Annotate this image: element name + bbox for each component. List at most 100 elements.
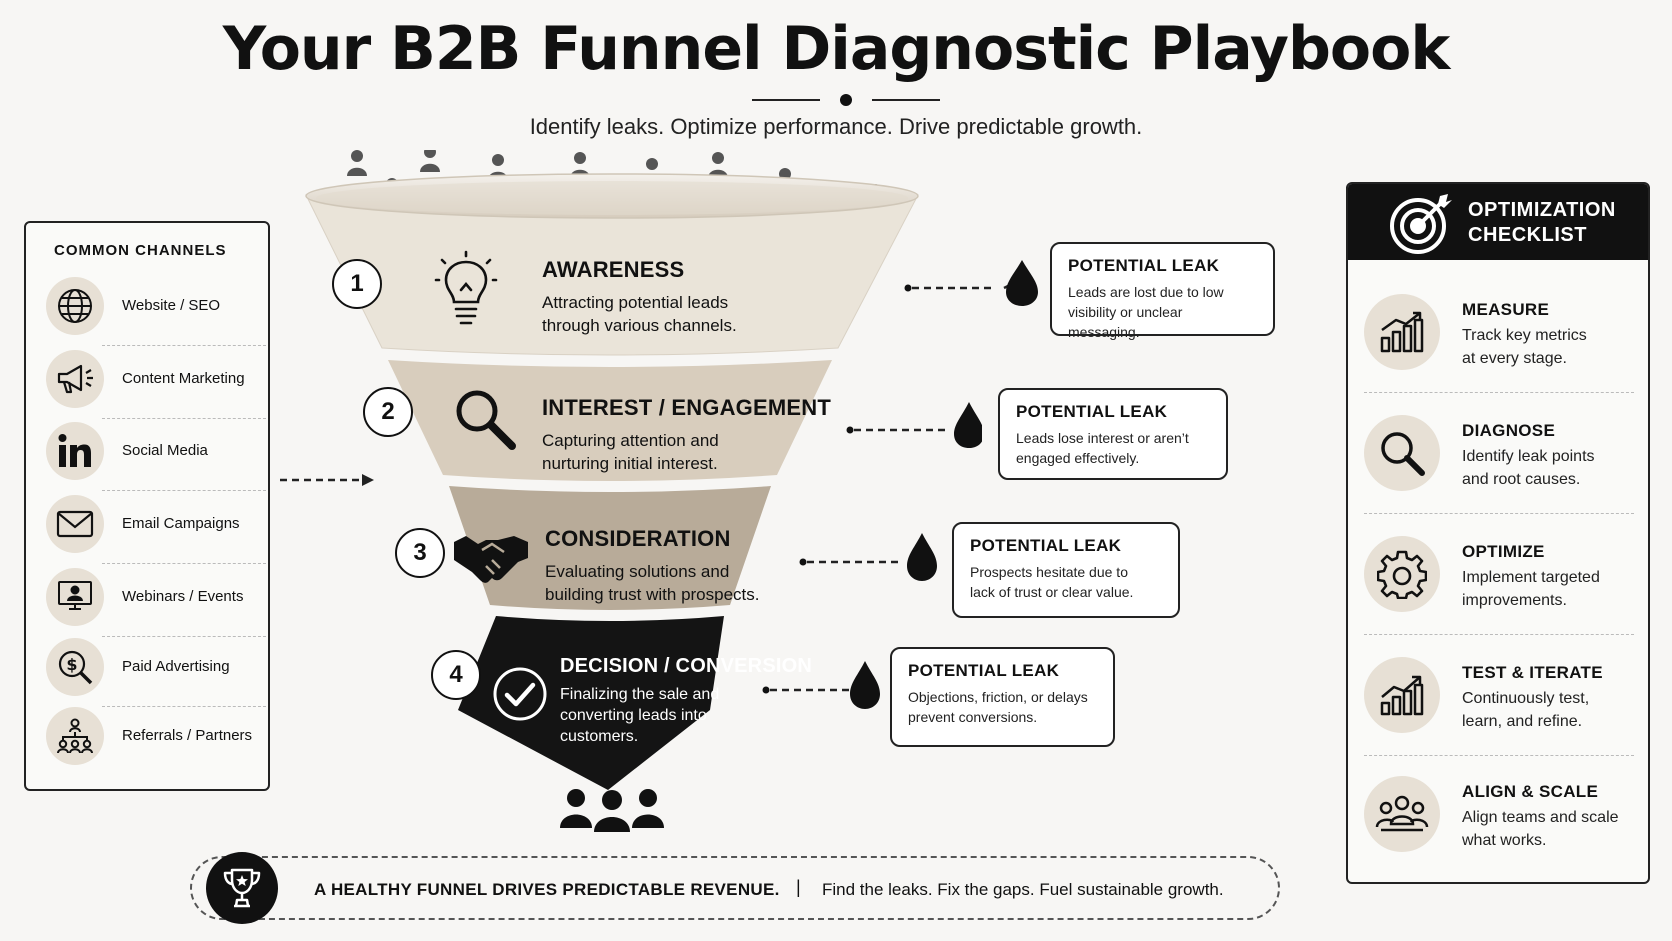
leak-title: POTENTIAL LEAK	[1068, 256, 1220, 275]
gear-icon	[1364, 536, 1440, 612]
channels-panel: COMMON CHANNELS Website / SEO Content Ma…	[24, 221, 270, 791]
footer-banner: A HEALTHY FUNNEL DRIVES PREDICTABLE REVE…	[190, 852, 1280, 924]
stage-consideration: CONSIDERATION Evaluating solutions and b…	[545, 526, 760, 606]
check-circle-icon	[493, 667, 547, 721]
bar-chart-icon	[1364, 294, 1440, 370]
checklist-item-desc: Continuously test, learn, and refine.	[1462, 687, 1642, 733]
footer-tagline: Find the leaks. Fix the gaps. Fuel susta…	[822, 880, 1224, 899]
presentation-icon	[46, 568, 104, 626]
stage-number-4: 4	[431, 650, 481, 700]
checklist-item-title: ALIGN & SCALE	[1462, 782, 1599, 801]
channel-divider	[102, 563, 266, 564]
channel-label: Webinars / Events	[122, 588, 244, 605]
leak-title: POTENTIAL LEAK	[970, 536, 1122, 555]
stage-number-2: 2	[363, 387, 413, 437]
checklist-desc-line: Implement targeted	[1462, 569, 1600, 586]
checklist-item-measure: MEASURE Track key metrics at every stage…	[1364, 288, 1634, 400]
stage-desc-line: converting leads into	[560, 707, 707, 724]
megaphone-icon	[46, 350, 104, 408]
search-icon	[1364, 415, 1440, 491]
linkedin-icon	[46, 422, 104, 480]
stage-title: CONSIDERATION	[545, 526, 731, 551]
optimization-checklist: OPTIMIZATION CHECKLIST MEASURE Track key…	[1346, 182, 1650, 884]
leak-description: Objections, friction, or delays prevent …	[908, 687, 1097, 727]
customers-group-icon	[560, 789, 664, 832]
growth-chart-icon	[1364, 657, 1440, 733]
checklist-item-title: DIAGNOSE	[1462, 421, 1556, 440]
envelope-icon	[46, 495, 104, 553]
stage-desc-line: Attracting potential leads	[542, 293, 729, 312]
footer-divider: |	[796, 877, 801, 897]
checklist-divider	[1364, 513, 1634, 514]
checklist-item-desc: Track key metrics at every stage.	[1462, 324, 1642, 370]
checklist-item-optimize: OPTIMIZE Implement targeted improvements…	[1364, 530, 1634, 642]
leak-desc-line: Leads are lost due to low	[1068, 284, 1224, 300]
stage-number-1: 1	[332, 259, 382, 309]
handshake-icon	[454, 536, 528, 583]
leak-drop-icon	[1006, 260, 1038, 306]
stage-decision: DECISION / CONVERSION Finalizing the sal…	[560, 655, 812, 747]
stage-description: Attracting potential leads through vario…	[542, 291, 737, 337]
stage-description: Capturing attention and nurturing initia…	[542, 429, 831, 475]
checklist-desc-line: Continuously test,	[1462, 690, 1590, 707]
leak-desc-line: Prospects hesitate due to	[970, 564, 1128, 580]
checklist-item-test-iterate: TEST & ITERATE Continuously test, learn,…	[1364, 651, 1634, 763]
dollar-search-icon: $	[46, 638, 104, 696]
channel-label: Paid Advertising	[122, 658, 230, 675]
stage-desc-line: building trust with prospects.	[545, 585, 760, 604]
network-icon	[46, 707, 104, 765]
channel-divider	[102, 706, 266, 707]
leak-connector-1	[904, 260, 1038, 306]
stage-number-3: 3	[395, 528, 445, 578]
leak-desc-line: engaged effectively.	[1016, 450, 1140, 466]
channel-divider	[102, 345, 266, 346]
channel-label: Content Marketing	[122, 370, 245, 387]
channel-referrals-partners: Referrals / Partners	[46, 707, 266, 769]
page-title: Your B2B Funnel Diagnostic Playbook	[222, 14, 1451, 84]
checklist-item-title: TEST & ITERATE	[1462, 663, 1603, 682]
channel-website-seo: Website / SEO	[46, 277, 266, 346]
leak-box-2: POTENTIAL LEAK Leads lose interest or ar…	[998, 388, 1228, 480]
checklist-desc-line: and root causes.	[1462, 471, 1581, 488]
leak-title: POTENTIAL LEAK	[1016, 402, 1168, 421]
leak-box-4: POTENTIAL LEAK Objections, friction, or …	[890, 647, 1115, 747]
checklist-desc-line: at every stage.	[1462, 350, 1567, 367]
checklist-desc-line: improvements.	[1462, 592, 1567, 609]
checklist-desc-line: what works.	[1462, 832, 1547, 849]
channel-email-campaigns: Email Campaigns	[46, 495, 266, 564]
channel-label: Email Campaigns	[122, 515, 240, 532]
stage-title: AWARENESS	[542, 257, 685, 282]
page-subtitle: Identify leaks. Optimize performance. Dr…	[529, 114, 1143, 139]
lightbulb-icon	[434, 250, 498, 325]
leak-description: Leads are lost due to low visibility or …	[1068, 282, 1257, 342]
checklist-item-title: MEASURE	[1462, 300, 1550, 319]
leak-drop-icon	[954, 402, 982, 448]
checklist-item-diagnose: DIAGNOSE Identify leak points and root c…	[1364, 409, 1634, 521]
stage-awareness: AWARENESS Attracting potential leads thr…	[542, 257, 737, 337]
funnel-graphic	[305, 150, 919, 832]
channel-paid-advertising: $ Paid Advertising	[46, 638, 266, 707]
leak-desc-line: Objections, friction, or delays	[908, 689, 1088, 705]
channel-divider	[102, 418, 266, 419]
team-icon	[1364, 776, 1440, 852]
checklist-divider	[1364, 755, 1634, 756]
channels-title: COMMON CHANNELS	[54, 242, 227, 259]
channel-label: Website / SEO	[122, 297, 221, 314]
title-ornament-icon	[752, 94, 940, 106]
stage-title: INTEREST / ENGAGEMENT	[542, 395, 831, 420]
leak-description: Leads lose interest or aren’t engaged ef…	[1016, 428, 1210, 468]
checklist-item-align-scale: ALIGN & SCALE Align teams and scale what…	[1364, 770, 1634, 882]
checklist-title-line: CHECKLIST	[1468, 224, 1587, 246]
stage-desc-line: nurturing initial interest.	[542, 454, 718, 473]
checklist-desc-line: Align teams and scale	[1462, 809, 1619, 826]
checklist-desc-line: Identify leak points	[1462, 448, 1595, 465]
checklist-item-title: OPTIMIZE	[1462, 542, 1545, 561]
leak-box-3: POTENTIAL LEAK Prospects hesitate due to…	[952, 522, 1180, 618]
stage-desc-line: customers.	[560, 728, 639, 745]
svg-text:$: $	[66, 655, 77, 674]
channel-social-media: Social Media	[46, 422, 266, 491]
channel-label: Social Media	[122, 442, 208, 459]
stage-interest: INTEREST / ENGAGEMENT Capturing attentio…	[542, 395, 831, 475]
leak-desc-line: prevent conversions.	[908, 709, 1038, 725]
leak-desc-line: Leads lose interest or aren’t	[1016, 430, 1189, 446]
